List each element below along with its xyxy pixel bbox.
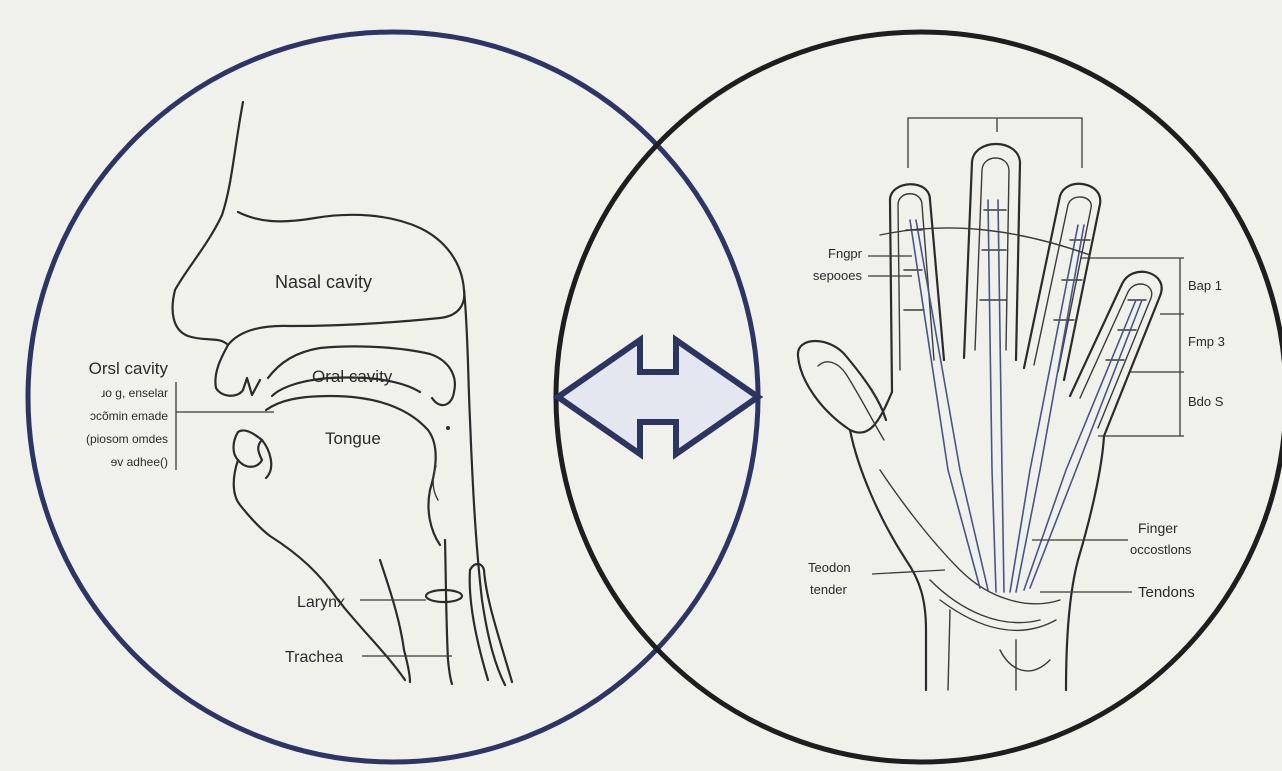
finger-segments-label: sepooes xyxy=(813,268,863,283)
side-note-line: ɘv adhee() xyxy=(111,455,168,469)
tendon-left-label: tender xyxy=(810,582,848,597)
tongue-label: Tongue xyxy=(325,429,381,448)
trachea-label: Trachea xyxy=(285,649,343,666)
finger-segments-label: Fngpr xyxy=(828,246,863,261)
side-note: Orsl cavity ɹo g, enselar ɔcõmin emade (… xyxy=(86,359,274,470)
nasal-cavity-label: Nasal cavity xyxy=(275,272,372,292)
tendon-left-label: Teodon xyxy=(808,560,851,575)
tendons-drawing xyxy=(880,200,1142,592)
scale-mark-label: Fmp 3 xyxy=(1188,334,1225,349)
oral-cavity-label: Oral cavity xyxy=(312,367,393,386)
finger-right-label: Finger xyxy=(1138,520,1178,536)
finger-right-label: occostlons xyxy=(1130,542,1192,557)
side-note-line: ɹo g, enselar xyxy=(101,386,168,400)
side-note-title: Orsl cavity xyxy=(89,359,169,378)
double-headed-arrow-icon xyxy=(558,340,758,454)
scale-mark-label: Bap 1 xyxy=(1188,278,1222,293)
segment-scale: Bap 1 Fmp 3 Bdo S xyxy=(1080,258,1225,436)
hand-drawing xyxy=(798,118,1162,690)
side-note-line: (piosom omdes xyxy=(86,432,168,446)
side-note-line: ɔcõmin emade xyxy=(90,409,168,423)
scale-mark-label: Bdo S xyxy=(1188,394,1224,409)
larynx-label: Larynx xyxy=(297,594,345,611)
tendons-label: Tendons xyxy=(1138,584,1195,601)
